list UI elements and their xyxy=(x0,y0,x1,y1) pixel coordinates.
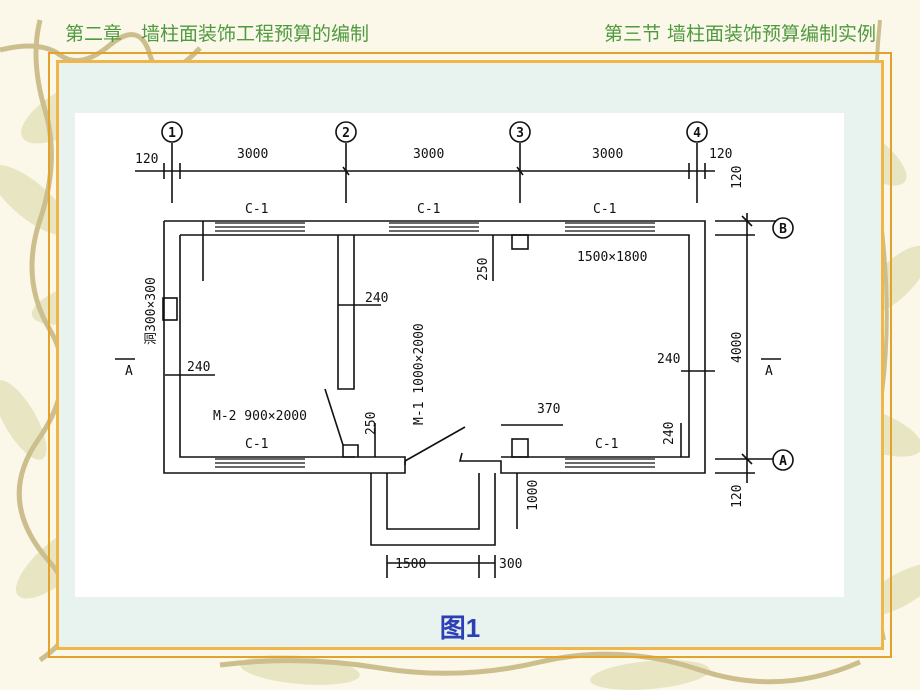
dim-240-left: 240 xyxy=(187,360,210,375)
hole-label: 洞300×300 xyxy=(144,277,159,345)
axis-label-1: 1 xyxy=(168,126,176,141)
axis-bubble-B xyxy=(772,217,794,239)
window-label-c1-b: C-1 xyxy=(417,202,440,217)
dim-bottom-120: 120 xyxy=(730,485,745,508)
axis-bubble-1 xyxy=(161,121,183,143)
window-label-c1-a: C-1 xyxy=(245,202,268,217)
axis-label-3: 3 xyxy=(516,126,524,141)
axis-label-A: A xyxy=(779,454,787,469)
window-label-c1-e: C-1 xyxy=(595,437,618,452)
window-label-c1-d: C-1 xyxy=(245,437,268,452)
floor-plan-svg: 1 2 3 4 B A 120 3000 3000 3000 120 C-1 C… xyxy=(115,121,794,578)
section-mark-right: A xyxy=(765,364,773,379)
floor-plan-drawing: 1 2 3 4 B A 120 3000 3000 3000 120 C-1 C… xyxy=(75,113,844,597)
dim-250-door: 250 xyxy=(364,412,379,435)
dim-250-top: 250 xyxy=(476,258,491,281)
dim-300: 300 xyxy=(499,557,522,572)
window-label-c1-c: C-1 xyxy=(593,202,616,217)
dim-span-1: 3000 xyxy=(237,147,268,162)
dim-1500: 1500 xyxy=(395,557,426,572)
axis-bubble-2 xyxy=(335,121,357,143)
dim-4000: 4000 xyxy=(730,332,745,363)
dim-240-partition: 240 xyxy=(365,291,388,306)
dim-span-2: 3000 xyxy=(413,147,444,162)
dim-240-right: 240 xyxy=(657,352,680,367)
figure-caption: 图1 xyxy=(439,613,481,643)
chapter-title: 第二章 墙柱面装饰工程预算的编制 xyxy=(65,23,370,45)
axis-bubble-A xyxy=(772,449,794,471)
dim-right-120: 120 xyxy=(709,147,732,162)
axis-label-B: B xyxy=(779,222,787,237)
door-m2-label: M-2 900×2000 xyxy=(213,409,307,424)
axis-bubble-4 xyxy=(686,121,708,143)
window-size-label: 1500×1800 xyxy=(577,250,647,265)
dim-1000: 1000 xyxy=(526,480,541,511)
section-title: 第三节 墙柱面装饰预算编制实例 xyxy=(603,23,876,45)
dim-370: 370 xyxy=(537,402,560,417)
dim-left-120: 120 xyxy=(135,152,158,167)
dim-240-bottom: 240 xyxy=(662,422,677,445)
axis-label-4: 4 xyxy=(693,126,701,141)
dim-span-3: 3000 xyxy=(592,147,623,162)
axis-label-2: 2 xyxy=(342,126,350,141)
section-mark-left: A xyxy=(125,364,133,379)
dim-top-120: 120 xyxy=(730,166,745,189)
door-m1-label: M-1 1000×2000 xyxy=(412,323,427,425)
content-frame-outer xyxy=(48,52,892,658)
axis-bubble-3 xyxy=(509,121,531,143)
